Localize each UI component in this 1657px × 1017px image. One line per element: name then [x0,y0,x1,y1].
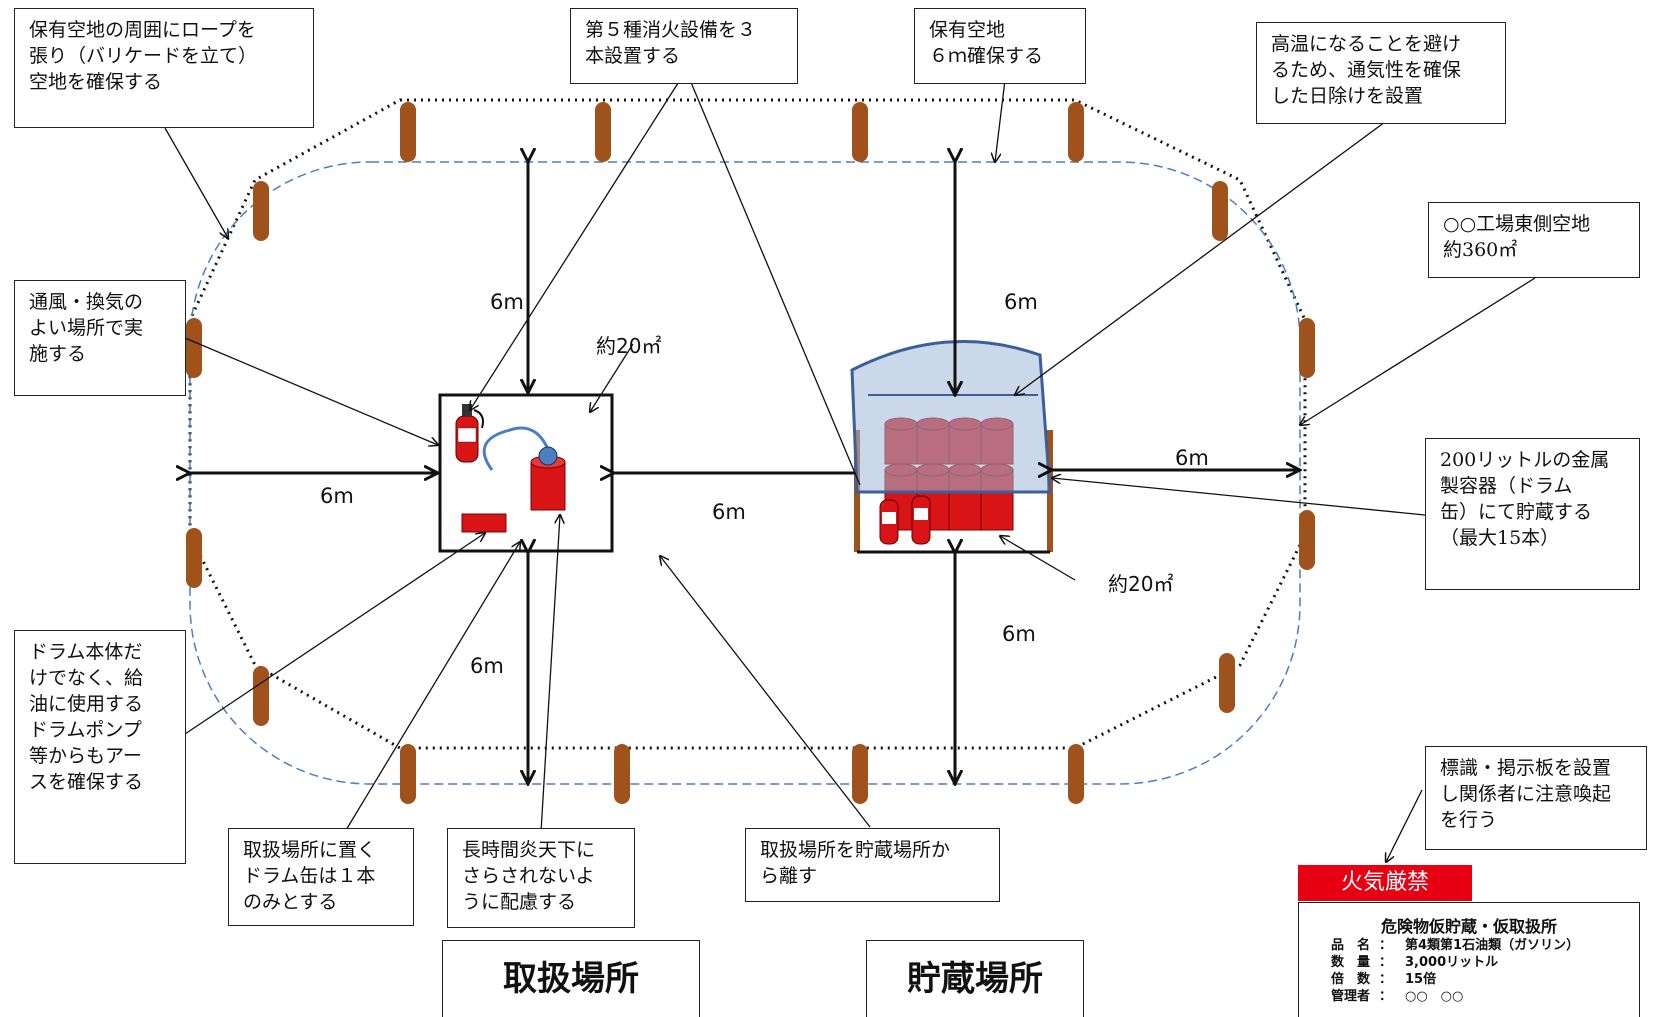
post [186,318,202,378]
post [1212,181,1228,241]
callout-site: ○○工場東側空地 約360㎡ [1428,202,1640,278]
post [186,528,202,588]
callout-earth: ドラム本体だ けでなく、給 油に使用する ドラムポンプ 等からもアー スを確保す… [14,630,186,864]
sign-row-colon: ： [1379,972,1393,987]
sign-row-key: 品 名 [1331,938,1371,953]
post [1068,102,1084,162]
dimension-label: 6m [1002,622,1036,646]
post [253,181,269,241]
sign-row-value: 第4類第1石油類（ガソリン） [1405,938,1580,953]
callout-one-drum: 取扱場所に置く ドラム缶は１本 のみとする [228,828,414,926]
sign-row-colon: ： [1379,938,1393,953]
callout-shade: 高温になることを避け るため、通気性を確保 した日除けを設置 [1256,22,1506,124]
dimension-arrows [190,162,1300,784]
post [852,102,868,162]
post [852,744,868,804]
dimension-label: 6m [470,654,504,678]
sign-row-value: 3,000リットル [1405,955,1499,970]
post [253,666,269,726]
post [595,102,611,162]
storage-extinguisher-icon [879,495,931,545]
sign-row-value: ○○ ○○ [1405,989,1464,1004]
sign-row-colon: ： [1379,955,1393,970]
sign-row: 品 名 ： 第4類第1石油類（ガソリン） [1299,937,1639,954]
sign-row-colon: ： [1379,989,1393,1004]
callout-sign: 標識・掲示板を設置 し関係者に注意喚起 を行う [1425,746,1647,850]
post [1299,318,1315,378]
storage-zone-title: 貯蔵場所 [866,940,1084,1017]
sign-row: 管理者 ： ○○ ○○ [1299,988,1639,1005]
sign-row-key: 管理者 [1331,989,1371,1004]
callout-rope: 保有空地の周囲にロープを 張り（バリケードを立て） 空地を確保する [14,8,314,128]
callout-extinguisher: 第５種消火設備を３ 本設置する [570,8,798,84]
sign-board: 危険物仮貯蔵・仮取扱所 品 名 ： 第4類第1石油類（ガソリン） 数 量 ： 3,000… [1298,902,1640,1017]
post [614,744,630,804]
storage-area-size: 約20㎡ [1108,572,1174,596]
sign-board-title: 危険物仮貯蔵・仮取扱所 [1380,917,1557,936]
sign-row-key: 倍 数 [1331,972,1371,987]
callout-space: 保有空地 ６ｍ確保する [914,8,1086,84]
dimension-label: 6m [490,290,524,314]
post [400,744,416,804]
drum-with-pump-icon [461,426,566,533]
callout-separate: 取扱場所を貯蔵場所か ら離す [745,828,1000,902]
leader-lines [164,79,1536,862]
post [400,102,416,162]
post [1219,653,1235,713]
sign-row: 倍 数 ： 15倍 [1299,971,1639,988]
handling-area-size: 約20㎡ [596,334,662,358]
post [1299,510,1315,570]
callout-sun: 長時間炎天下に さらされないよ うに配慮する [447,828,635,928]
sign-row-value: 15倍 [1405,972,1437,987]
dimension-label: 6m [1175,446,1209,470]
no-fire-sign: 火気厳禁 [1298,865,1472,901]
post [1068,744,1084,804]
barricade-posts [186,102,1315,804]
dimension-label: 6m [320,484,354,508]
handling-zone-title: 取扱場所 [442,940,700,1017]
dimension-label: 6m [712,500,746,524]
fire-extinguisher-icon [455,404,484,463]
storage-tent-icon [850,340,1053,554]
sign-row-key: 数 量 [1331,955,1371,970]
dimension-label: 6m [1004,290,1038,314]
sign-row: 数 量 ： 3,000リットル [1299,954,1639,971]
callout-ventilation: 通風・換気の よい場所で実 施する [14,280,186,396]
callout-drum: 200リットルの金属 製容器（ドラム 缶）にて貯蔵する （最大15本） [1425,438,1640,590]
rope-boundary [188,98,1307,750]
